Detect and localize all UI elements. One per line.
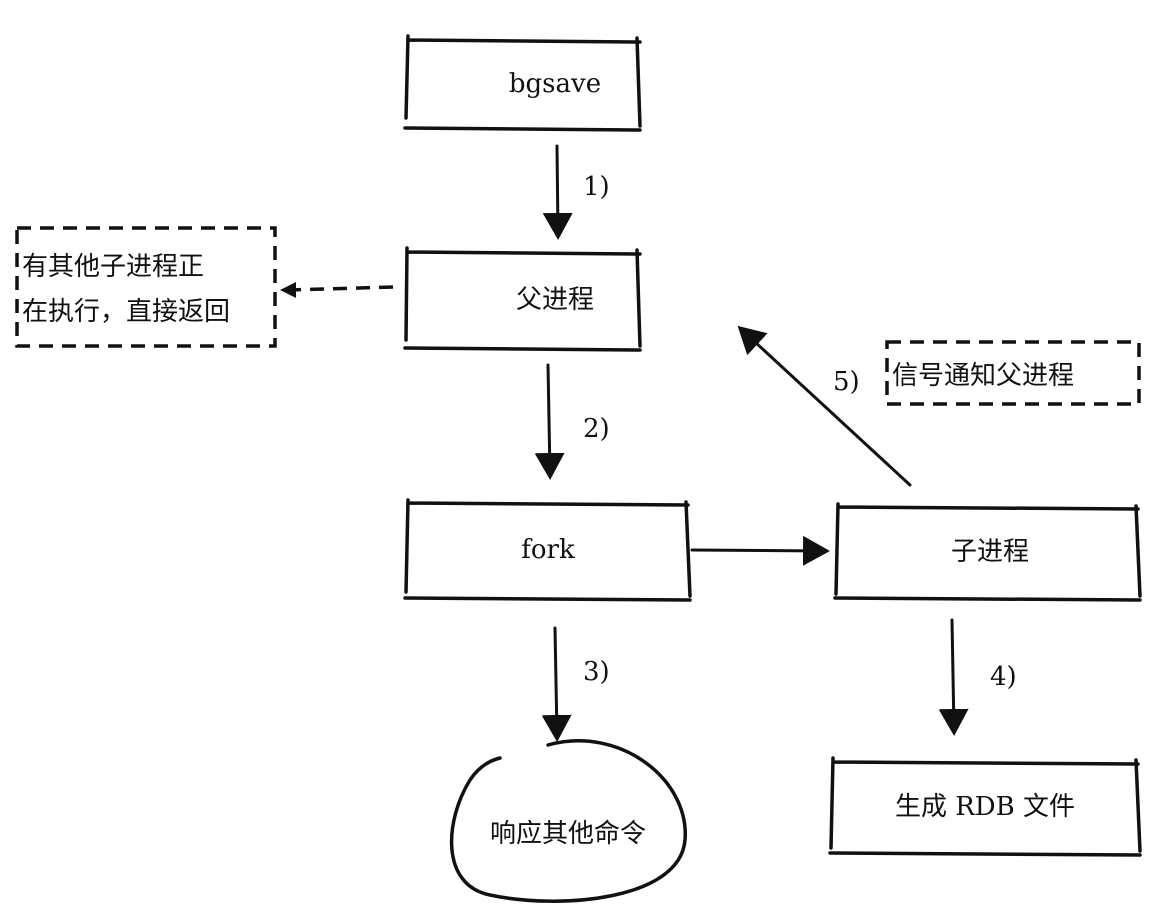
arrow-3 (541, 626, 572, 742)
arrow-4 (938, 618, 969, 736)
rdb-file-node: 生成 RDB 文件 (828, 756, 1142, 857)
arrow-1 (542, 144, 573, 240)
step-4-label: 4) (990, 662, 1017, 692)
parent-process-label: 父进程 (516, 285, 594, 315)
arrow-2 (534, 363, 565, 480)
busy-return-node: 有其他子进程正 在执行，直接返回 (15, 226, 277, 348)
step-2-label: 2) (583, 414, 610, 444)
arrow-5 (737, 325, 912, 487)
arrow-fork-to-child (690, 535, 830, 566)
signal-label: 信号通知父进程 (892, 361, 1074, 391)
parent-process-node: 父进程 (403, 246, 642, 352)
step-5-label: 5) (833, 367, 860, 397)
respond-node: 响应其他命令 (449, 739, 687, 903)
child-process-label: 子进程 (951, 537, 1029, 567)
respond-label: 响应其他命令 (490, 819, 646, 849)
rdb-file-label: 生成 RDB 文件 (895, 792, 1075, 822)
busy-line-2: 在执行，直接返回 (22, 297, 230, 327)
bgsave-label: bgsave (509, 69, 601, 99)
busy-line-1: 有其他子进程正 (22, 252, 204, 282)
dashed-arrow-busy (289, 285, 394, 292)
child-process-node: 子进程 (833, 502, 1142, 602)
bgsave-node: bgsave (403, 34, 642, 132)
step-3-label: 3) (583, 657, 610, 687)
signal-parent-node: 信号通知父进程 (885, 340, 1141, 406)
fork-node: fork (403, 498, 692, 602)
fork-label: fork (521, 535, 575, 565)
dashed-arrow-head (280, 282, 296, 298)
step-1-label: 1) (583, 172, 610, 202)
